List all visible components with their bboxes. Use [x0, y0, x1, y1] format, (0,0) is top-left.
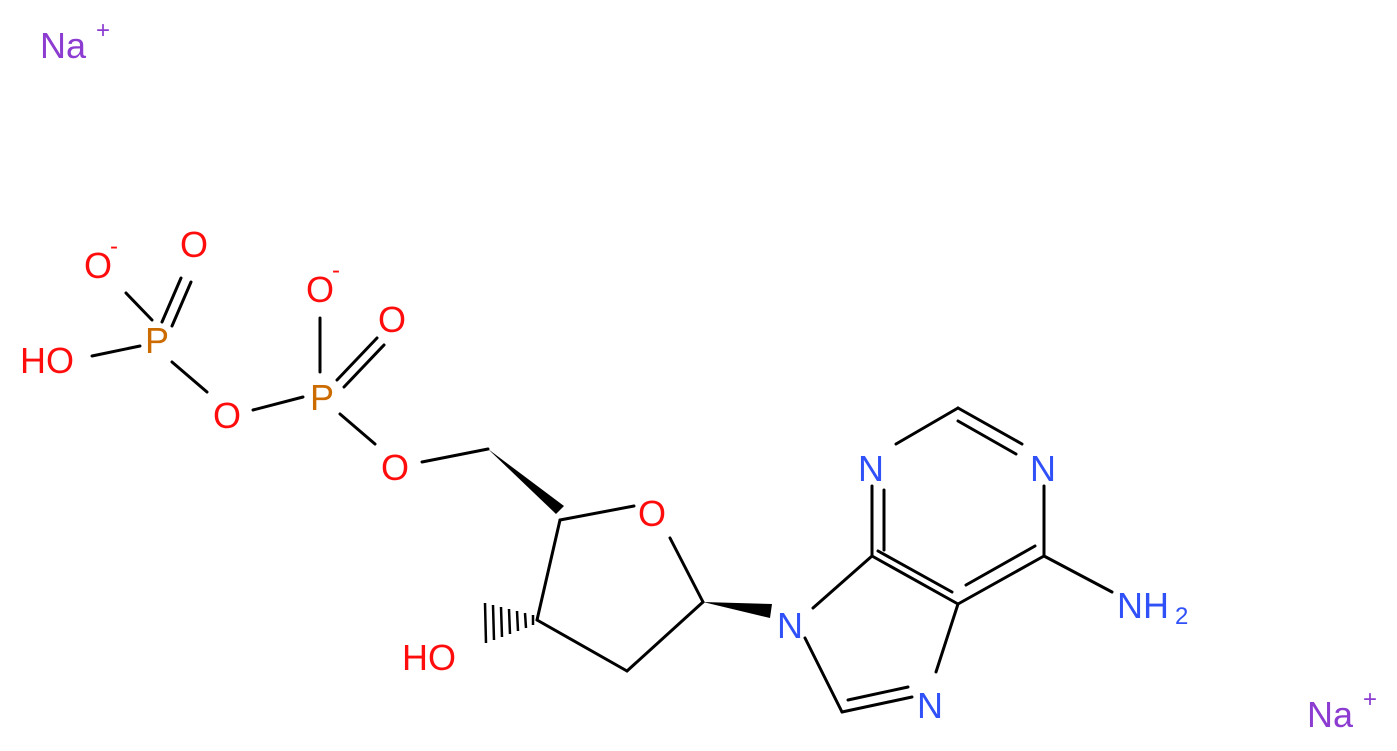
- bond-c2-c3: [535, 618, 629, 673]
- atom-o-minus-2: O -: [306, 257, 340, 310]
- atom-n3: N: [858, 448, 884, 489]
- atom-ho-sugar: HO: [402, 637, 456, 678]
- atom-o-bridge: O: [213, 395, 241, 436]
- bond-c5-c4-b: [876, 549, 954, 594]
- bond-n7-c5: [934, 602, 960, 674]
- atom-o-ester: O: [381, 447, 409, 488]
- bond-n9-c4: [811, 554, 874, 610]
- subscript-2: 2: [1175, 603, 1188, 630]
- sodium-charge: +: [96, 17, 110, 44]
- bond-p1-odouble-b: [170, 280, 193, 328]
- bond-c2-n1-a: [956, 406, 1024, 446]
- bond-p2-odouble-a: [335, 336, 379, 382]
- atom-n1: N: [1030, 448, 1056, 489]
- sodium-charge: +: [1363, 686, 1377, 713]
- svg-text:O: O: [306, 269, 334, 310]
- charge-minus: -: [332, 257, 340, 284]
- atom-n7: N: [917, 685, 943, 726]
- bond-c4-oring: [558, 504, 636, 522]
- atom-p2: P: [310, 377, 334, 418]
- atom-n9: N: [777, 605, 803, 646]
- bond-c6-c5-a: [956, 554, 1046, 606]
- bonds: [90, 276, 1114, 714]
- bond-n3-c2: [894, 406, 960, 446]
- bond-n9-c8: [803, 636, 844, 714]
- atom-o-minus-1: O -: [84, 233, 118, 286]
- bond-p2-oester: [338, 412, 377, 446]
- bond-c8-n7-b: [846, 685, 910, 702]
- bond-c5-c4-a: [870, 554, 960, 606]
- hash-c3-ho: [483, 602, 535, 644]
- bond-p2-odouble-b: [342, 343, 386, 389]
- atom-o-double-2: O: [378, 299, 406, 340]
- bond-c3-c4: [535, 518, 562, 622]
- bond-p1-ominus: [124, 291, 154, 322]
- sodium-symbol: Na: [1307, 694, 1354, 735]
- sodium-ion-bottom: Na +: [1307, 686, 1377, 735]
- bond-obridge-p2: [251, 395, 305, 412]
- atom-nh2: NH 2: [1117, 585, 1188, 630]
- wedge-c1-n9: [703, 602, 772, 618]
- sodium-symbol: Na: [40, 25, 87, 66]
- atom-ho-left: HO: [20, 340, 74, 381]
- atom-o-double-1: O: [180, 224, 208, 265]
- sodium-ion-top: Na +: [40, 17, 110, 66]
- bond-c6-c5-b: [964, 544, 1037, 587]
- bond-oring-c1: [668, 536, 705, 604]
- bond-p1-obridge: [170, 360, 209, 394]
- bond-oester-ch2: [420, 447, 490, 464]
- bond-ho-p1: [90, 344, 142, 358]
- charge-minus: -: [110, 233, 118, 260]
- bond-c1-c2: [625, 600, 705, 673]
- bond-c2-n1-b: [956, 419, 1018, 456]
- atom-o-ring: O: [638, 493, 666, 534]
- bond-p1-odouble-a: [160, 276, 183, 324]
- bond-c8-n7-a: [840, 695, 914, 714]
- wedge-c4-ch2: [488, 449, 564, 514]
- svg-text:O: O: [84, 245, 112, 286]
- svg-text:NH: NH: [1117, 585, 1169, 626]
- atom-p1: P: [145, 320, 169, 361]
- bond-c6-nh2: [1042, 554, 1114, 594]
